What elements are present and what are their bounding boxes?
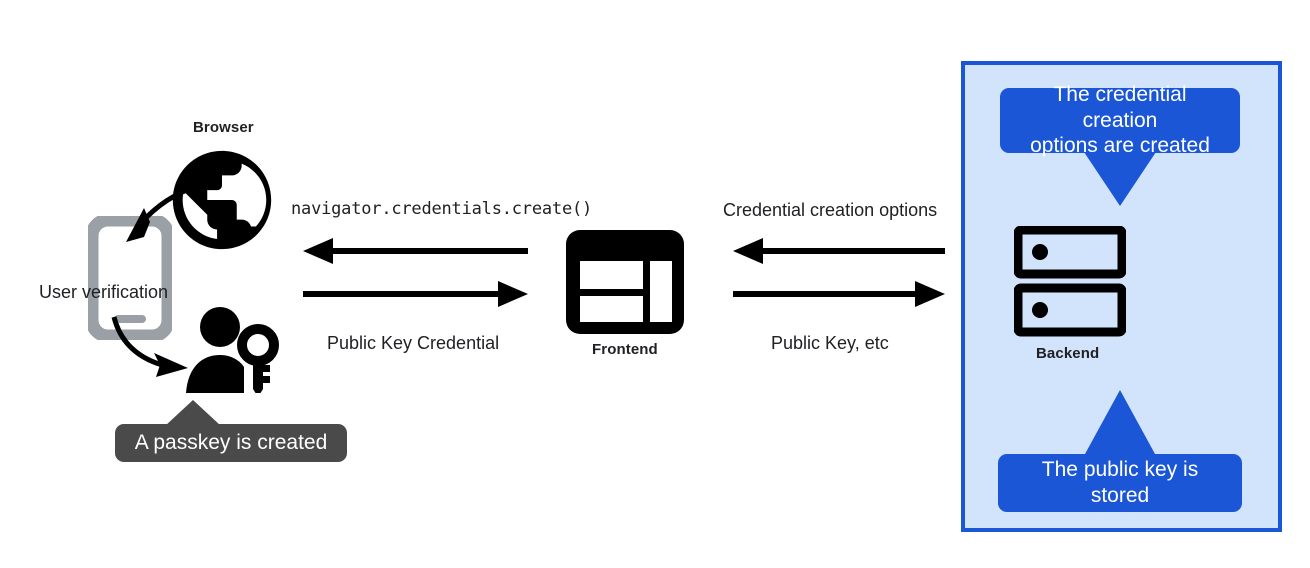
credential-options-callout: The credential creation options are crea… [1000, 83, 1240, 157]
navigator-create-label: navigator.credentials.create() [291, 199, 593, 219]
public-key-stored-callout-line1: The public key is [1041, 458, 1199, 482]
public-key-stored-callout: The public key is stored [998, 454, 1242, 512]
passkey-created-callout: A passkey is created [115, 424, 347, 462]
backend-label: Backend [1036, 345, 1100, 362]
public-key-etc-arrow [733, 281, 945, 307]
public-key-credential-arrow [303, 281, 528, 307]
public-key-credential-label: Public Key Credential [327, 333, 500, 353]
person-with-key-icon [186, 307, 279, 393]
credential-creation-options-arrow [733, 238, 945, 264]
public-key-etc-label: Public Key, etc [771, 333, 889, 353]
web-layout-icon [566, 230, 684, 334]
passkey-tooltip-tail [165, 400, 221, 426]
browser-to-device-arrow [126, 183, 199, 242]
credential-creation-options-label: Credential creation options [723, 200, 938, 220]
navigator-create-arrow [303, 238, 528, 264]
globe-icon [172, 150, 272, 250]
mobile-device-icon [88, 216, 172, 340]
user-verification-label: User verification [39, 282, 169, 302]
frontend-label: Frontend [592, 341, 658, 358]
public-key-stored-callout-tail [1085, 390, 1155, 454]
server-rack-icon [1014, 226, 1126, 337]
device-to-user-arrow [111, 316, 188, 377]
browser-label: Browser [193, 119, 254, 136]
public-key-stored-callout-line2: stored [1090, 484, 1150, 507]
credential-options-callout-line2: options are created [1030, 134, 1210, 158]
credential-options-callout-line1: The credential creation [1053, 83, 1187, 132]
credential-options-callout-tail [1084, 152, 1156, 206]
